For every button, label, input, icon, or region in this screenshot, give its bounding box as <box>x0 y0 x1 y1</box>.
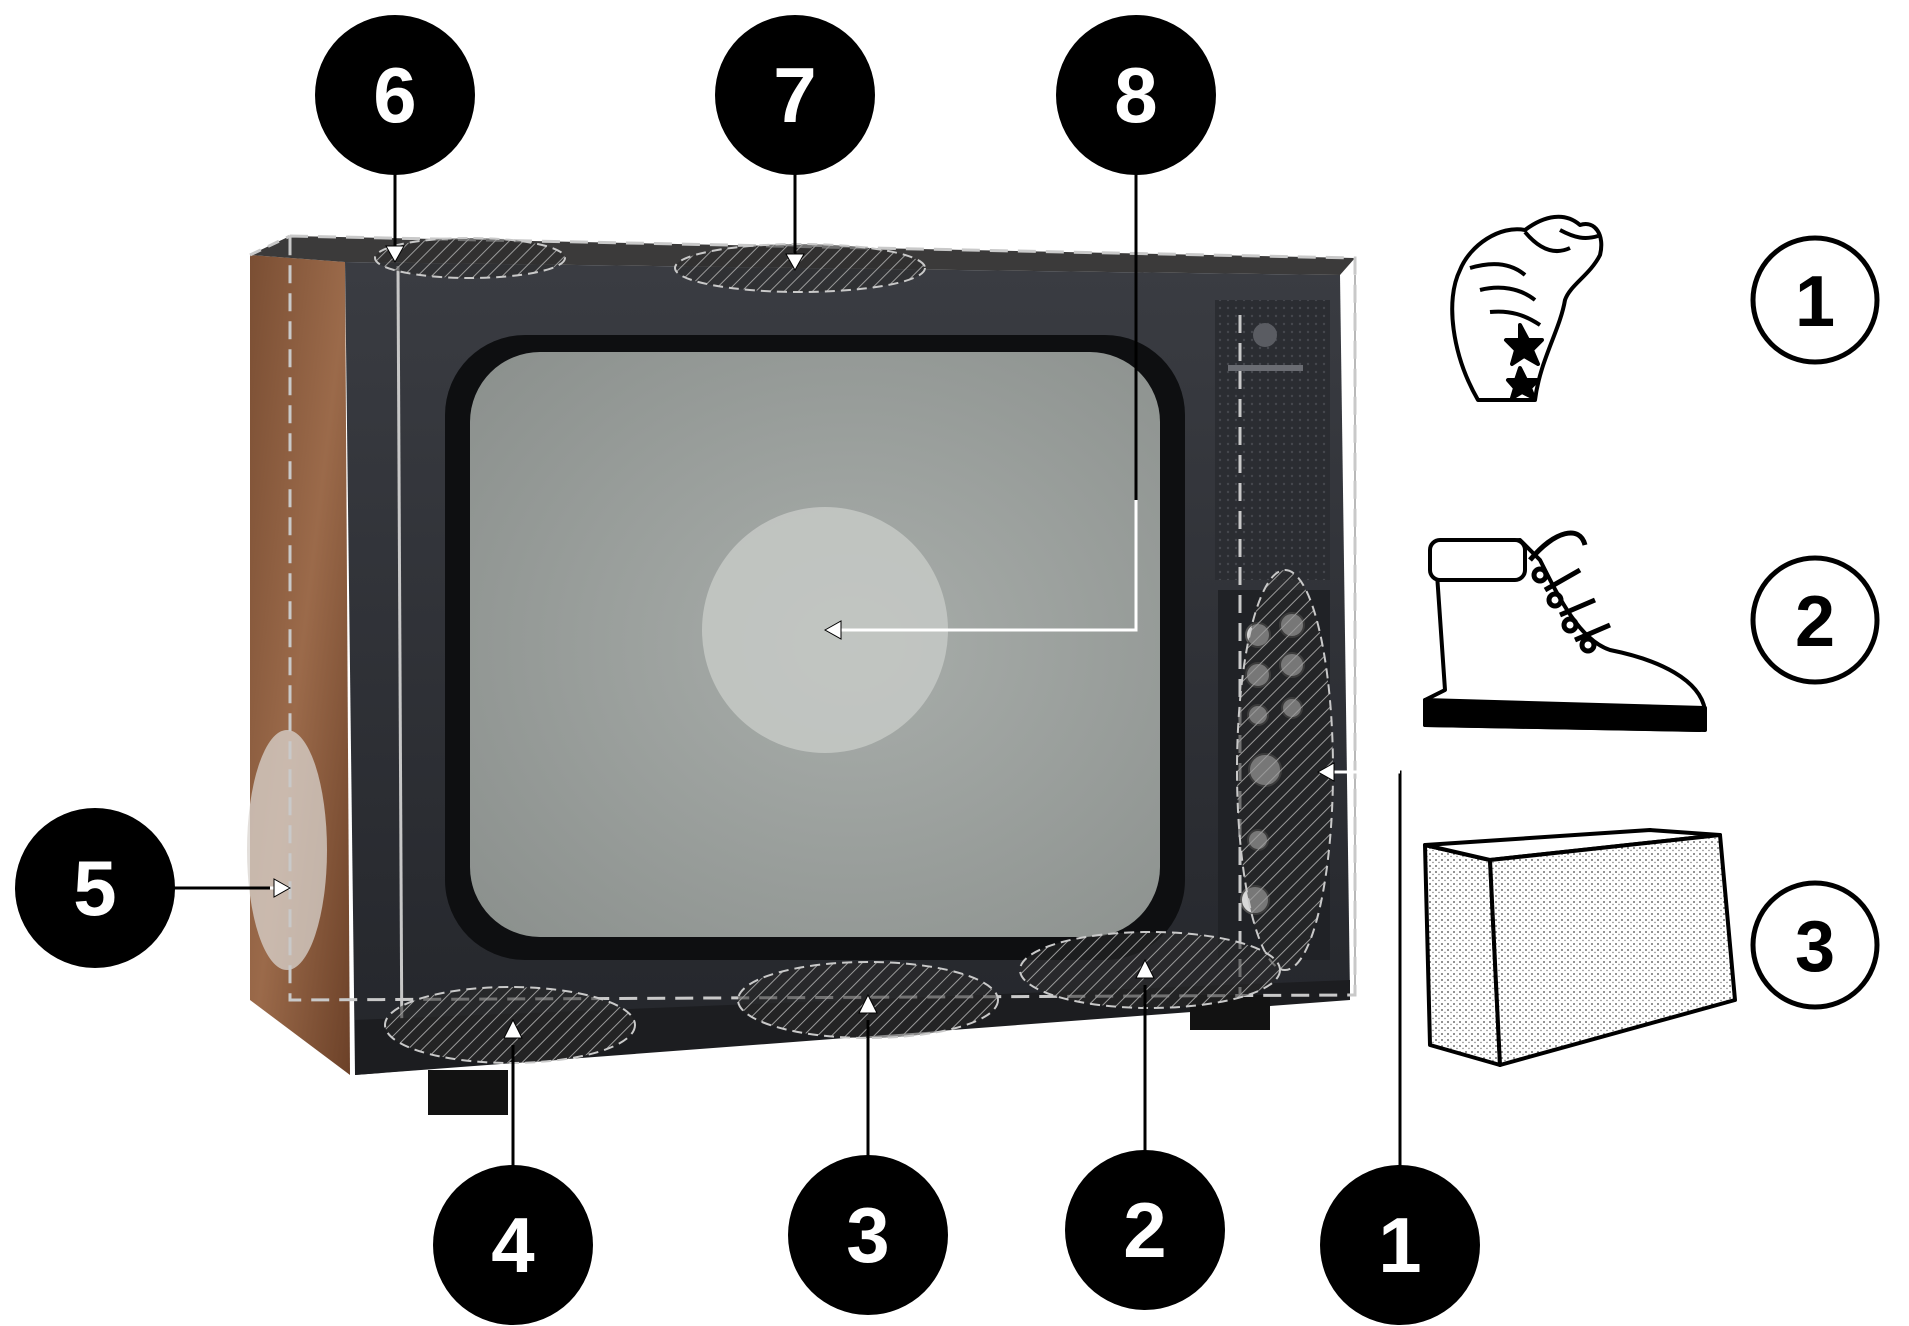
television <box>247 236 1355 1115</box>
legend-badge-1-label: 1 <box>1795 262 1835 342</box>
callout-5-label: 5 <box>73 844 116 932</box>
callout-7: 7 <box>715 15 875 175</box>
callout-7-label: 7 <box>773 51 816 139</box>
callout-4-label: 4 <box>491 1201 534 1289</box>
callout-6: 6 <box>315 15 475 175</box>
legend-badge-1: 1 <box>1753 238 1877 362</box>
tv-foot-left <box>428 1070 508 1115</box>
callout-6-label: 6 <box>373 51 416 139</box>
zone-left-side <box>247 730 327 970</box>
fist-icon <box>1452 217 1601 400</box>
zone-top-left <box>375 238 565 278</box>
callout-4: 4 <box>433 1165 593 1325</box>
brick-icon <box>1425 830 1735 1065</box>
callout-5: 5 <box>15 808 175 968</box>
callout-1: 1 <box>1320 1165 1480 1325</box>
boot-icon <box>1425 533 1705 730</box>
zone-side-control <box>1237 570 1333 970</box>
callout-8-label: 8 <box>1114 51 1157 139</box>
legend: 1 2 3 <box>1425 217 1877 1065</box>
callout-2-label: 2 <box>1123 1186 1166 1274</box>
callout-8: 8 <box>1056 15 1216 175</box>
zone-top-center <box>675 244 925 292</box>
callout-3: 3 <box>788 1155 948 1315</box>
brand-plate <box>1228 365 1303 371</box>
legend-badge-2: 2 <box>1753 558 1877 682</box>
legend-badge-2-label: 2 <box>1795 582 1835 662</box>
legend-badge-3-label: 3 <box>1795 907 1835 987</box>
callout-1-label: 1 <box>1378 1201 1421 1289</box>
callout-2: 2 <box>1065 1150 1225 1310</box>
brand-emblem <box>1253 323 1277 347</box>
callout-3-label: 3 <box>846 1191 889 1279</box>
legend-badge-3: 3 <box>1753 883 1877 1007</box>
